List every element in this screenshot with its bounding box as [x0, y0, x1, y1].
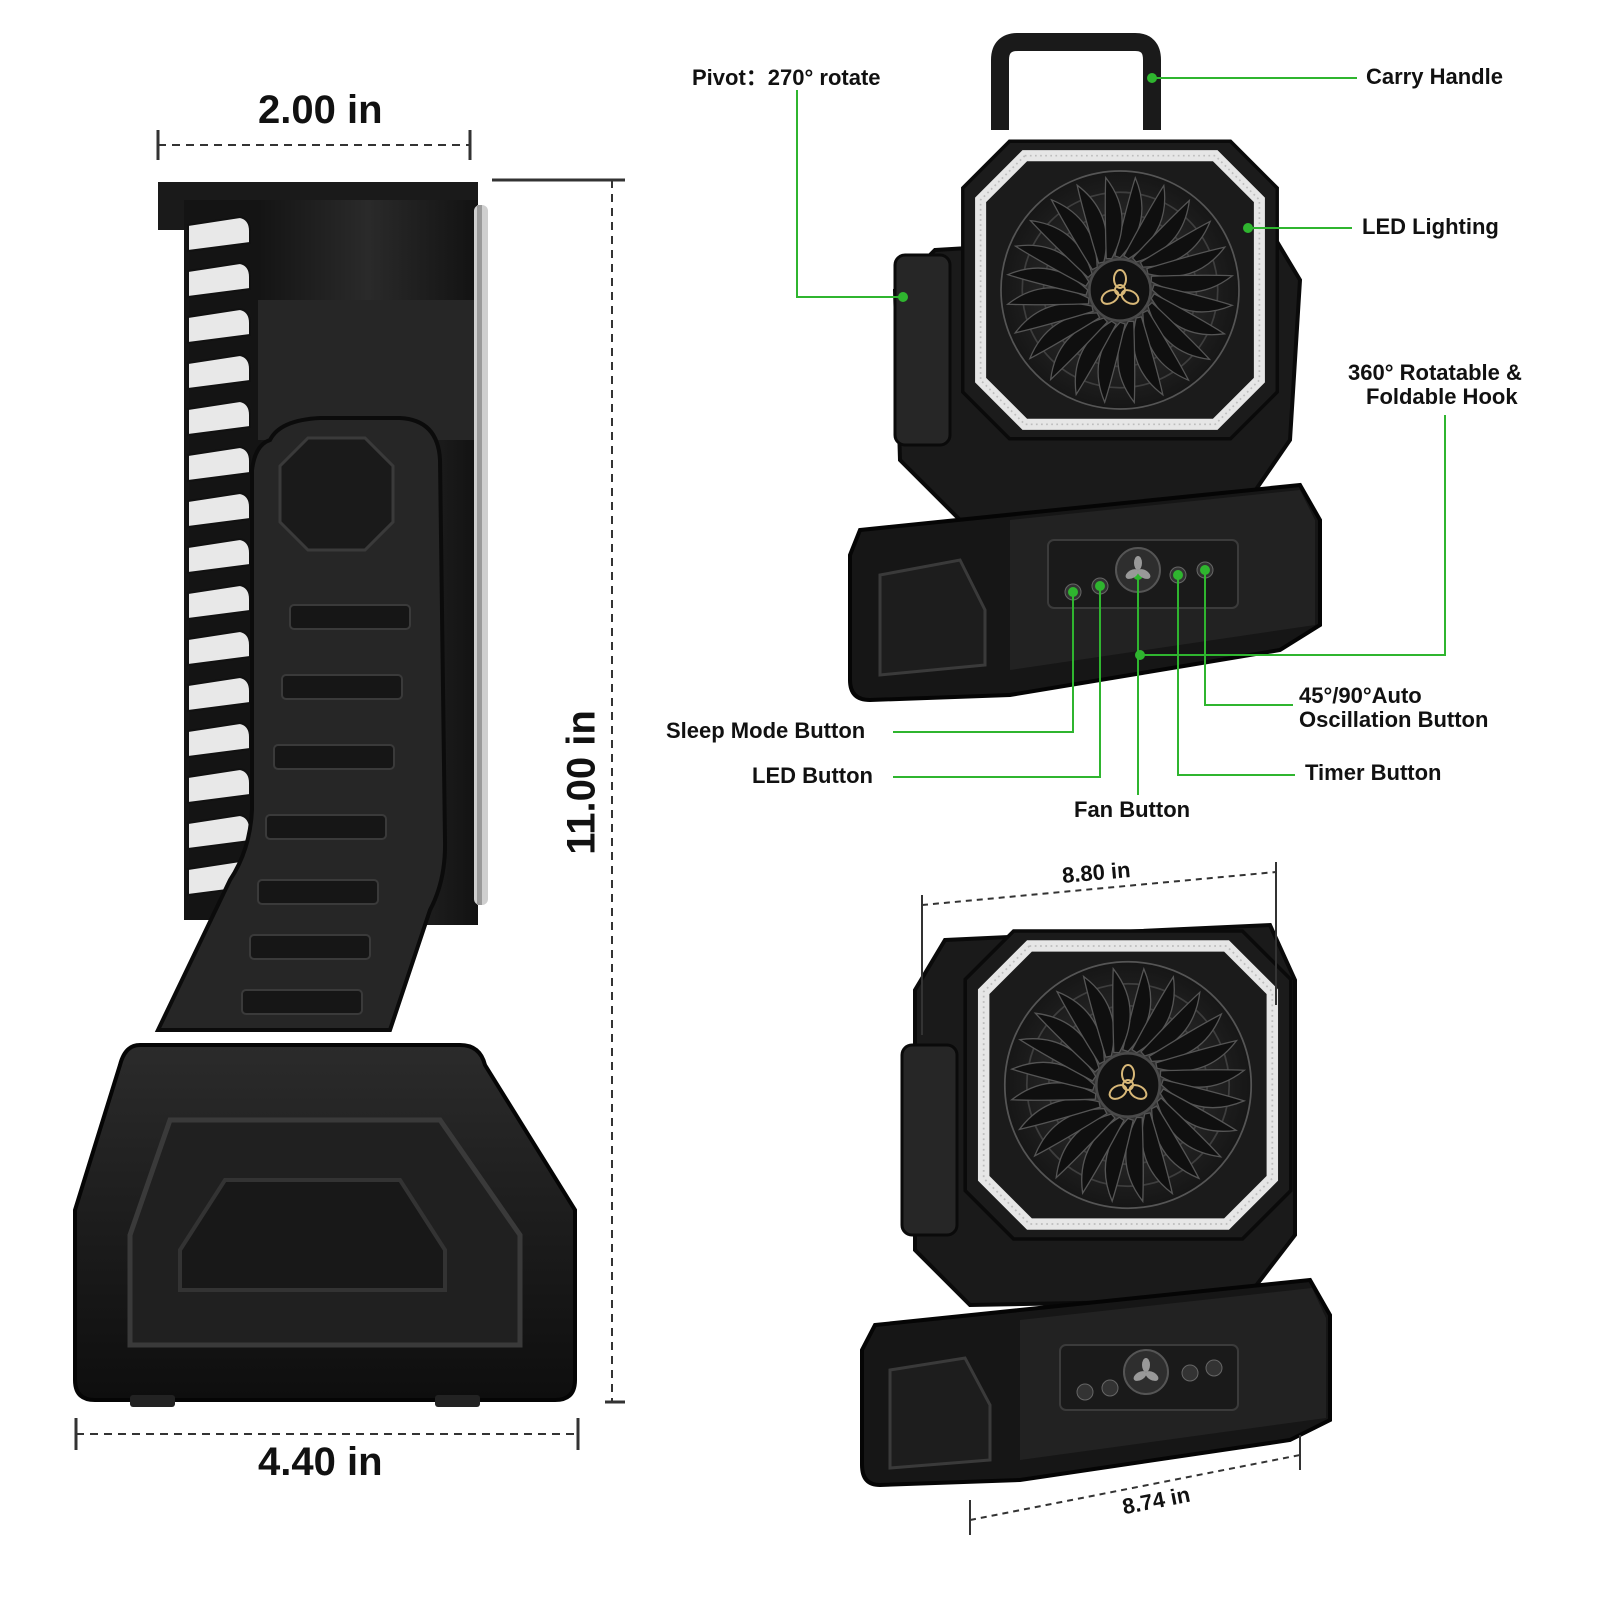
- callout-hook-line2: Foldable Hook: [1366, 384, 1518, 409]
- callout-led-button: LED Button: [752, 763, 873, 788]
- front-view-dimensioned: [860, 922, 1332, 1488]
- fan-logo-icon: [1100, 269, 1140, 305]
- fan-button-icon: [1133, 1358, 1159, 1381]
- side-view: [73, 182, 577, 1407]
- fan-logo-icon: [1108, 1064, 1148, 1100]
- fan-button-icon: [1125, 556, 1151, 579]
- callout-fan-button: Fan Button: [1074, 797, 1191, 822]
- dimension-depth-top: 2.00 in: [258, 88, 383, 132]
- front-view-annotated: [848, 33, 1322, 703]
- callout-carry-handle: Carry Handle: [1366, 64, 1503, 89]
- callout-lines: [796, 73, 1446, 795]
- callout-timer: Timer Button: [1305, 760, 1442, 785]
- front-dimensions: [921, 862, 1301, 1535]
- callout-oscillation-line2: Oscillation Button: [1299, 707, 1489, 732]
- dimension-height: 11.00 in: [559, 710, 604, 855]
- callout-hook-line1: 360° Rotatable &: [1348, 360, 1522, 385]
- dimension-depth-bottom: 4.40 in: [258, 1440, 383, 1484]
- side-dimensions: [74, 130, 625, 1450]
- callout-sleep-mode: Sleep Mode Button: [666, 718, 866, 743]
- callout-pivot: Pivot：270° rotate: [692, 65, 881, 90]
- callout-oscillation-line1: 45°/90°Auto: [1299, 683, 1422, 708]
- callout-led-lighting: LED Lighting: [1362, 214, 1499, 239]
